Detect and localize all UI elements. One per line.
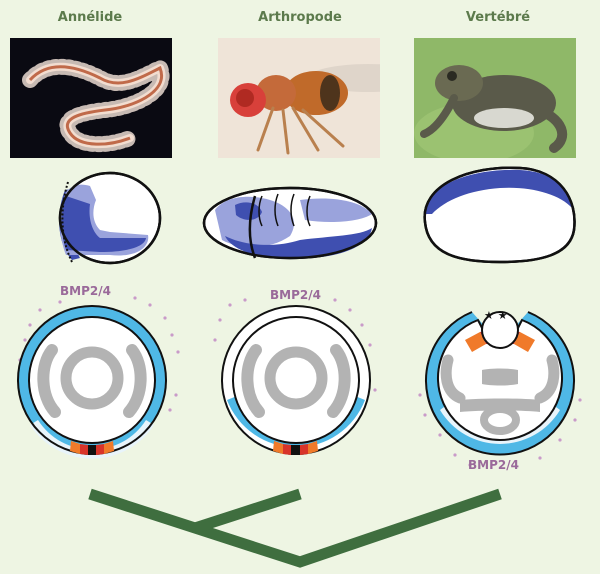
embryo-arthropod: [202, 186, 378, 260]
ventral-band-annelid: [70, 441, 114, 455]
star-markers: ★ ★: [484, 309, 508, 322]
bmp-label-annelid: BMP2/4: [60, 284, 111, 298]
bmp-dots: [18, 296, 582, 467]
bmp-label-arthropod: BMP2/4: [270, 288, 321, 302]
cross-section-arthropod: [221, 305, 371, 455]
photo-frog: [414, 38, 576, 158]
embryo-annelid: [58, 171, 162, 265]
photo-annelid-worm: [10, 38, 172, 158]
ventral-band-arthropod: [273, 441, 318, 455]
phylogenetic-tree: [88, 488, 502, 568]
cross-section-annelid: [17, 305, 167, 459]
title-vertebre: Vertébré: [465, 10, 531, 25]
title-arthropode: Arthropode: [258, 10, 342, 25]
title-annelide: Annélide: [57, 10, 123, 25]
photo-drosophila-fly: [218, 38, 380, 158]
embryo-vertebrate: [423, 166, 576, 264]
bmp-label-vertebrate: BMP2/4: [468, 458, 519, 472]
cross-section-vertebrate: [425, 311, 575, 456]
